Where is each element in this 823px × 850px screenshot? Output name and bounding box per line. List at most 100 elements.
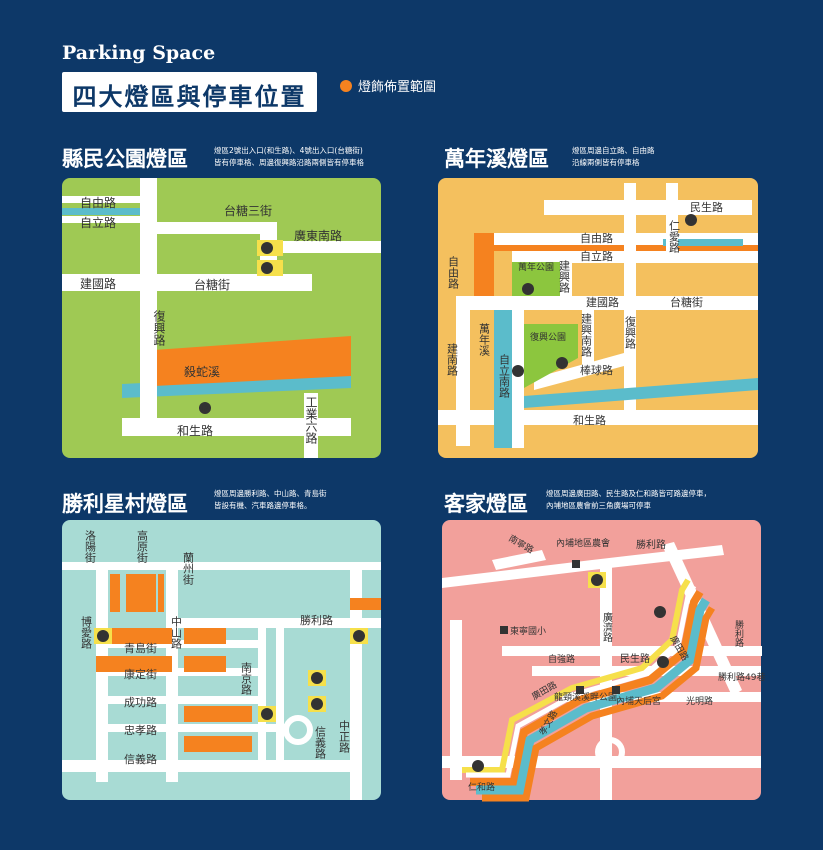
parking-icon[interactable] [657,656,669,668]
section-note-county: 燈區2號出入口(和生路)、4號出入口(台糖街) 皆有停車格、周邊復興路沿路兩側皆… [214,145,364,169]
note-line: 沿線兩側皆有停車格 [572,158,640,167]
road-label: 信義路 [314,726,327,760]
road [122,418,351,436]
road [442,545,724,588]
road-label: 勝利路 [636,538,666,551]
svg-text:P: P [202,404,208,413]
lighting-zone [126,574,156,612]
road-label: 復興路 [152,309,166,347]
parking-icon[interactable] [199,402,211,414]
page-eyebrow: Parking Space [62,42,216,64]
road [258,628,266,768]
road-label: 工業六路 [304,396,318,445]
lighting-zone [350,598,381,610]
road-label: 自由路 [80,195,116,210]
road-label: 自立路 [580,249,613,263]
road [502,646,762,656]
road-label: 台糖街 [670,295,703,309]
river [524,378,758,408]
lighting-edge [462,578,691,773]
road [62,562,381,570]
parking-icon[interactable] [472,760,484,772]
road-label: 民生路 [690,200,723,214]
road-label: 康定街 [124,667,157,681]
road-label: 和生路 [177,423,213,438]
map-county[interactable]: P P P 自由路 自立路 台糖三街 廣東南路 建國路 台糖街 復興路 殺蛇溪 … [62,178,381,458]
road-label: 自強路 [548,653,575,665]
parking-icon[interactable] [261,262,273,274]
map-hakka[interactable]: P P P P 南寧路 內埔地區農會 勝利路 廣濟路 東寧國小 自強路 民生路 … [442,520,765,802]
road [466,584,697,778]
road [582,308,594,368]
road-label: 自由路 [447,256,460,290]
parking-icon[interactable] [685,214,697,226]
road-label: 復興路 [624,316,637,350]
legend: 燈飾佈置範圍 [340,76,436,95]
map-shengli[interactable]: P P P P P 洛陽街 高原街 蘭州街 博愛路 中山路 勝利路 青島街 康定… [62,520,381,800]
road-label: 南寧路 [507,532,536,556]
road-label: 棒球路 [580,363,613,377]
legend-swatch-icon [340,79,352,92]
road-label: 自由路 [580,231,613,245]
parking-icon[interactable] [261,708,273,720]
road [560,251,572,301]
road [140,178,157,436]
road-label: 和生路 [573,413,606,427]
parking-icon[interactable] [97,630,109,642]
road-label: 洛陽街 [84,529,97,564]
parking-icon[interactable] [556,357,568,369]
landmark-label: 內埔天后宮 [616,695,661,707]
section-title-hakka: 客家燈區 [444,491,528,516]
roundabout [595,737,625,767]
map-wannian[interactable]: P P P P 民生路 自由路 自立路 仁愛路 自由路 萬年公園 建興路 建國路… [438,178,758,458]
note-line: 燈區2號出入口(和生路)、4號出入口(台糖街) [214,146,363,155]
page-title: 四大燈區與停車位置 [72,82,307,111]
svg-text:P: P [314,674,320,683]
road [456,296,470,446]
road [624,183,636,418]
parking-icon[interactable] [311,698,323,710]
road-label: 勝利路 [733,619,744,648]
svg-text:P: P [660,658,666,667]
lighting-zone [110,574,120,612]
road-label: 建國路 [586,295,619,309]
river [476,597,710,795]
parking-icon[interactable] [353,630,365,642]
road [350,570,362,800]
lighting-zone [158,574,164,612]
parking-icon[interactable] [261,242,273,254]
road [62,216,140,223]
river [122,373,351,398]
svg-text:P: P [314,700,320,709]
road-label: 台糖三街 [224,203,272,218]
road [178,618,381,628]
parking-icon[interactable] [654,606,666,618]
road-label: 青島街 [124,641,157,655]
section-title-shengli: 勝利星村燈區 [62,491,188,516]
landmark-icon [572,560,580,568]
section-title-wannian: 萬年溪燈區 [444,146,549,171]
road-label: 成功路 [124,696,157,709]
legend-label: 燈飾佈置範圍 [358,80,437,95]
road-label: 廣東南路 [294,228,342,243]
lighting-zone [482,606,716,802]
roundabout [283,715,313,745]
road-label: 仁和路 [468,781,495,793]
road-label: 建興南路 [580,312,593,358]
parking-icon[interactable] [311,672,323,684]
river [494,310,514,448]
road [534,353,624,390]
road-label: 建興路 [558,259,571,294]
svg-text:P: P [264,264,270,273]
parking-icon[interactable] [512,365,524,377]
parking-icon[interactable] [522,283,534,295]
park-label: 復興公園 [530,331,566,343]
road-label: 建國路 [80,276,116,291]
landmark-label: 龍頸溪溪畔公園 [554,691,617,703]
park [524,324,578,388]
road [108,640,258,648]
parking-icon[interactable] [591,574,603,586]
section-note-wannian: 燈區周邊自立路、自由路 沿線兩側皆有停車格 [572,145,655,169]
svg-text:P: P [264,710,270,719]
landmark-label: 東寧國小 [510,625,546,637]
